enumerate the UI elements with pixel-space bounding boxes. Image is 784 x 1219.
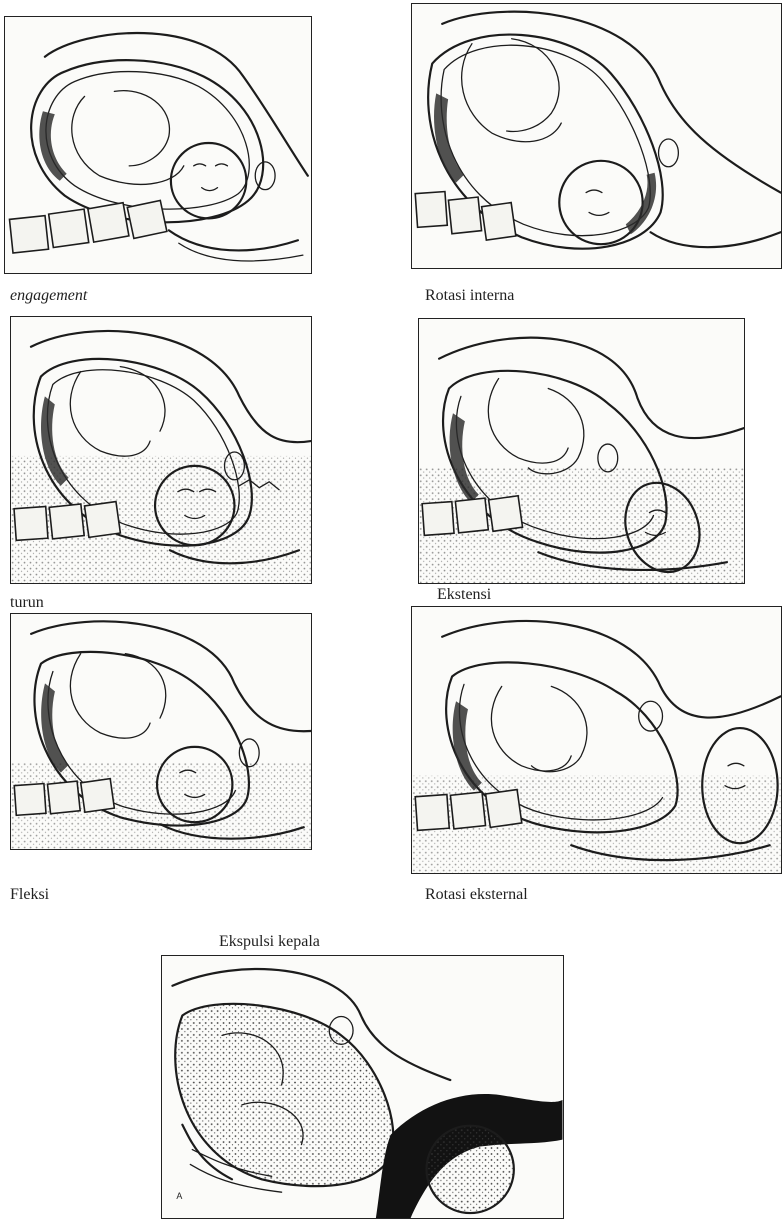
ekspulsi-kepala-drawing: A — [162, 956, 563, 1218]
fleksi-drawing — [11, 614, 311, 849]
caption-ekspulsi-kepala: Ekspulsi kepala — [219, 933, 320, 951]
caption-rotasi-eksternal: Rotasi eksternal — [425, 886, 528, 904]
caption-fleksi: Fleksi — [10, 886, 49, 904]
engagement-drawing — [5, 17, 311, 273]
illustration-ekstensi — [418, 318, 745, 584]
caption-rotasi-interna: Rotasi interna — [425, 287, 514, 305]
inset-letter: A — [176, 1191, 182, 1201]
illustration-rotasi-eksternal — [411, 606, 782, 874]
rotasi-eksternal-drawing — [412, 607, 781, 873]
illustration-rotasi-interna — [411, 3, 782, 269]
caption-ekstensi: Ekstensi — [437, 586, 491, 604]
illustration-turun — [10, 316, 312, 584]
illustration-engagement — [4, 16, 312, 274]
caption-turun: turun — [10, 594, 44, 612]
ekstensi-drawing — [419, 319, 744, 583]
illustration-ekspulsi-kepala: A — [161, 955, 564, 1219]
caption-engagement: engagement — [10, 287, 87, 305]
rotasi-interna-drawing — [412, 4, 781, 268]
turun-drawing — [11, 317, 311, 583]
illustration-fleksi — [10, 613, 312, 850]
